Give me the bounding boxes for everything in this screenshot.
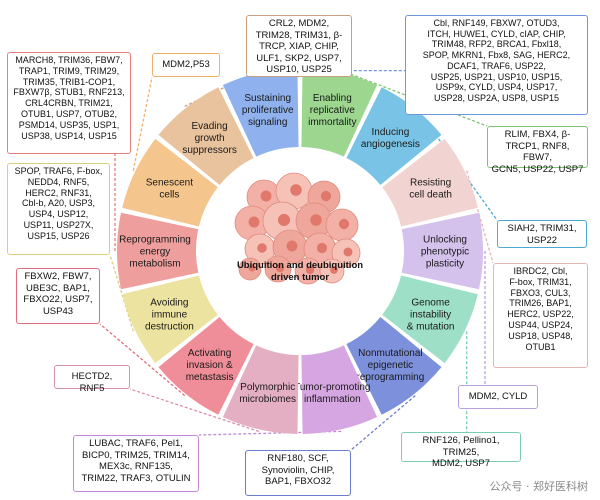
angiogenesis-box: SIAH2, TRIM31, USP22 — [497, 220, 587, 248]
evading-growth-suppressors-box: CRL2, MDM2, TRIM28, TRIM31, β- TRCP, XIA… — [246, 15, 352, 77]
segment-nonmutational-epigenetic-reprogramming — [346, 316, 442, 415]
segment-reprogramming-energy-metabolism — [116, 212, 199, 290]
segment-unlocking-phenotypic-plasticity — [401, 212, 483, 290]
tumor-cell-nucleus — [290, 184, 302, 196]
tumor-cell-nucleus — [248, 216, 260, 228]
tumor-cell-nucleus — [248, 264, 256, 272]
tumor-cells-illustration — [234, 172, 361, 285]
segment-enabling-replicative-immortality — [301, 68, 378, 157]
avoiding-immune-destruction-box: SPOP, TRAF6, F-box, NEDD4, RNF5, HERC2, … — [7, 163, 110, 255]
mdm2-p53-box: MDM2,P53 — [152, 53, 220, 77]
tumor-cell-nucleus — [330, 266, 338, 274]
segment-senescent-cells — [122, 138, 218, 227]
segment-polymorphic-microbiomes — [222, 345, 299, 434]
energy-metabolism-box: MARCH8, TRIM36, FBW7, TRAP1, TRIM9, TRIM… — [7, 52, 131, 154]
tumor-cell-nucleus — [305, 265, 315, 275]
tumor-cell-nucleus — [277, 213, 291, 227]
tumor-cell-nucleus — [275, 263, 285, 273]
segment-resisting-cell-death — [382, 138, 478, 227]
segment-tumor-promoting-inflammation — [301, 345, 378, 434]
invasion-metastasis-box: FBXW2, FBW7, UBE3C, BAP1, FBXO22, USP7, … — [16, 268, 100, 324]
connector-microbiomes — [129, 388, 260, 433]
genome-instability-box: RNF126, Pellino1, TRIM25, MDM2, USP7 — [401, 432, 521, 469]
sustaining-proliferative-signaling-box: Cbl, RNF149, FBXW7, OTUD3, ITCH, HUWE1, … — [405, 15, 588, 115]
epigenetic-reprogramming-box: RNF180, SCF, Synoviolin, CHIP, BAP1, FBX… — [245, 450, 351, 496]
segment-avoiding-immune-destruction — [122, 275, 218, 364]
connector-inflammation — [198, 430, 342, 436]
tumor-cell-nucleus — [260, 190, 272, 202]
connector-immune — [109, 254, 134, 332]
tumor-cell-nucleus — [320, 190, 332, 202]
polymorphic-microbiomes-box: HECTD2, RNF5 — [54, 365, 130, 394]
segment-genome-instability-mutation — [382, 275, 478, 364]
tumor-cell-nucleus — [286, 240, 298, 252]
phenotypic-plasticity-box: MDM2, CYLD — [458, 385, 538, 409]
connector-mdm2_p53 — [132, 76, 153, 171]
segment-sustaining-proliferative-signaling — [222, 68, 299, 157]
tumor-promoting-inflammation-box: LUBAC, TRAF6, Pel1, BICP0, TRIM25, TRIM1… — [73, 435, 199, 492]
segment-evading-growth-suppressors — [158, 87, 254, 186]
segment-activating-invasion-metastasis — [158, 316, 254, 415]
connector-epigenetic — [350, 395, 416, 451]
replicative-immortality-box: RLIM, FBX4, β- TRCP1, RNF8, FBW7, GCN5, … — [487, 126, 588, 175]
connector-angiogenesis — [414, 106, 498, 221]
watermark-text: 公众号 · 郑好医科树 — [489, 480, 589, 493]
connector-invasion — [99, 323, 186, 397]
resisting-cell-death-box: IBRDC2, Cbl, F-box, TRIM31, FBXO3, CUL3,… — [493, 263, 588, 368]
tumor-cell-nucleus — [257, 243, 267, 253]
tumor-cell-nucleus — [310, 214, 322, 226]
tumor-cell-nucleus — [338, 218, 350, 230]
tumor-cell-nucleus — [316, 242, 328, 254]
tumor-cell-nucleus — [343, 247, 353, 257]
